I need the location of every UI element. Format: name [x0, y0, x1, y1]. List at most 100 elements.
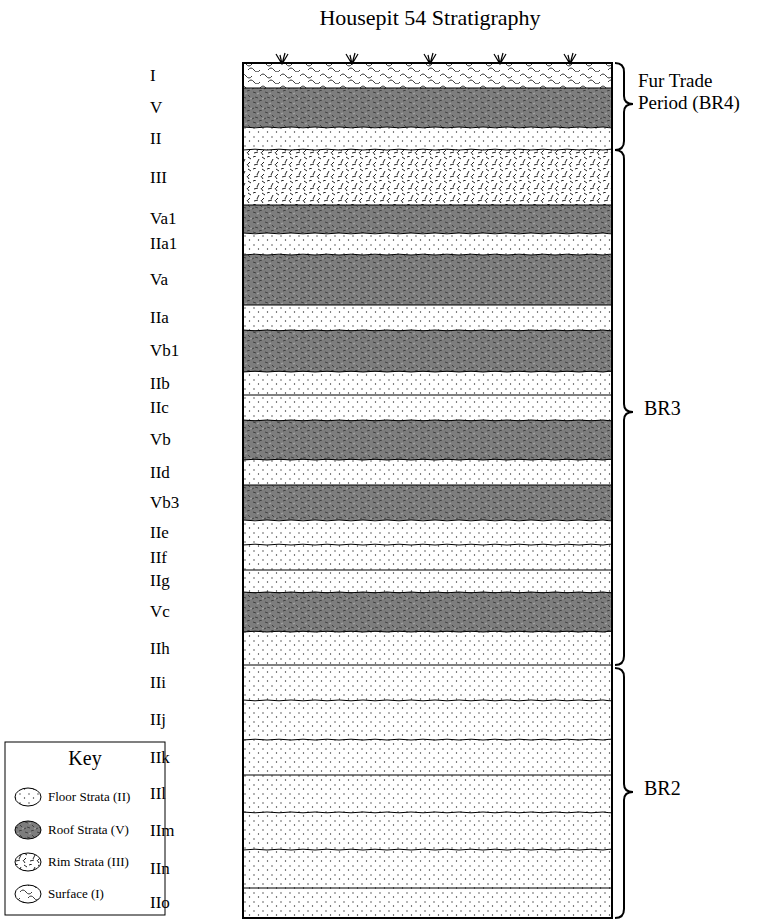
period-label: BR3 — [644, 398, 724, 418]
stratum-band — [243, 88, 612, 127]
legend-text: Rim Strata (III) — [48, 852, 162, 872]
stratum-boundary — [243, 888, 613, 889]
period-bracket — [615, 668, 633, 918]
stratum-boundary — [243, 330, 613, 332]
stratum-label: III — [150, 168, 230, 188]
stratum-boundary — [243, 420, 613, 422]
stratum-label: IIo — [150, 893, 230, 913]
legend-swatch — [15, 853, 41, 871]
vegetation-tuft — [424, 53, 436, 64]
stratum-boundary — [243, 233, 613, 235]
stratum-boundary — [243, 775, 613, 776]
stratum-band — [243, 127, 612, 150]
legend-swatch — [15, 788, 41, 806]
stratum-label: Va — [150, 270, 230, 290]
stratum-label: IIh — [150, 639, 230, 659]
vegetation-tuft — [494, 53, 506, 64]
stratum-label: IIi — [150, 673, 230, 693]
stratum-label: I — [150, 66, 230, 86]
stratum-label: IIk — [150, 748, 230, 768]
stratum-band — [243, 255, 612, 305]
stratum-band — [243, 632, 612, 665]
stratum-label: Vc — [150, 602, 230, 622]
stratum-label: IIe — [150, 523, 230, 543]
stratum-boundary — [243, 631, 613, 633]
stratum-band — [243, 888, 612, 918]
stratum-band — [243, 665, 612, 700]
stratum-band — [243, 850, 612, 888]
stratum-boundary — [243, 127, 613, 129]
stratum-boundary — [243, 520, 613, 522]
stratum-boundary — [243, 485, 613, 486]
stratum-band — [243, 63, 612, 88]
stratum-boundary — [243, 371, 613, 373]
stratum-band — [243, 812, 612, 850]
stratum-band — [243, 233, 612, 255]
stratum-label: IIa1 — [150, 234, 230, 254]
stratum-label: IIm — [150, 821, 230, 841]
vegetation-tuft — [276, 53, 288, 64]
stratum-boundary — [243, 149, 613, 151]
stratum-band — [243, 305, 612, 330]
legend-text: Surface (I) — [48, 884, 162, 904]
stratum-boundary — [243, 395, 613, 396]
period-bracket — [615, 150, 633, 665]
stratum-band — [243, 700, 612, 740]
stratum-label: Vb3 — [150, 493, 230, 513]
stratum-band — [243, 570, 612, 592]
column-outline — [243, 63, 612, 918]
stratum-boundary — [243, 254, 613, 256]
legend-swatch — [15, 821, 41, 839]
stratum-band — [243, 775, 612, 812]
stratum-label: IIj — [150, 710, 230, 730]
period-label: BR2 — [644, 778, 724, 798]
legend-text: Floor Strata (II) — [48, 787, 162, 807]
stratum-label: II — [150, 129, 230, 149]
stratum-band — [243, 395, 612, 420]
stratum-boundary — [243, 592, 613, 594]
stratum-band — [243, 545, 612, 570]
legend-swatch — [15, 885, 41, 903]
stratum-boundary — [243, 739, 613, 741]
stratum-boundary — [243, 205, 613, 206]
stratum-band — [243, 520, 612, 545]
stratum-label: IIa — [150, 308, 230, 328]
key-heading: Key — [5, 748, 165, 768]
stratum-band — [243, 150, 612, 205]
stratum-label: Vb — [150, 430, 230, 450]
stratum-label: IIl — [150, 784, 230, 804]
vegetation-tuft — [346, 53, 358, 64]
key-box — [5, 742, 165, 915]
stratum-label: Va1 — [150, 209, 230, 229]
stratum-band — [243, 372, 612, 395]
period-bracket — [615, 63, 633, 150]
stratum-label: IIf — [150, 548, 230, 568]
stratum-band — [243, 485, 612, 520]
vegetation-tuft — [564, 53, 576, 64]
stratum-boundary — [243, 812, 613, 814]
stratum-band — [243, 740, 612, 775]
stratum-boundary — [243, 88, 613, 89]
stratum-boundary — [243, 570, 613, 571]
stratum-label: IIn — [150, 859, 230, 879]
stratum-label: Vb1 — [150, 341, 230, 361]
stratum-boundary — [243, 849, 613, 851]
stratum-boundary — [243, 305, 613, 306]
stratum-label: IIb — [150, 374, 230, 394]
stratum-label: IIc — [150, 398, 230, 418]
stratum-label: IIg — [150, 571, 230, 591]
stratum-label: IId — [150, 463, 230, 483]
stratum-label: V — [150, 98, 230, 118]
stratum-band — [243, 592, 612, 632]
stratum-band — [243, 205, 612, 233]
stratum-boundary — [243, 459, 613, 461]
stratum-band — [243, 420, 612, 460]
period-label: Fur Trade Period (BR4) — [638, 70, 762, 114]
stratum-boundary — [243, 700, 613, 702]
stratum-band — [243, 330, 612, 372]
stratum-band — [243, 460, 612, 485]
legend-text: Roof Strata (V) — [48, 820, 162, 840]
stratum-boundary — [243, 544, 613, 546]
stratum-boundary — [243, 665, 613, 666]
diagram-title: Housepit 54 Stratigraphy — [230, 8, 630, 28]
